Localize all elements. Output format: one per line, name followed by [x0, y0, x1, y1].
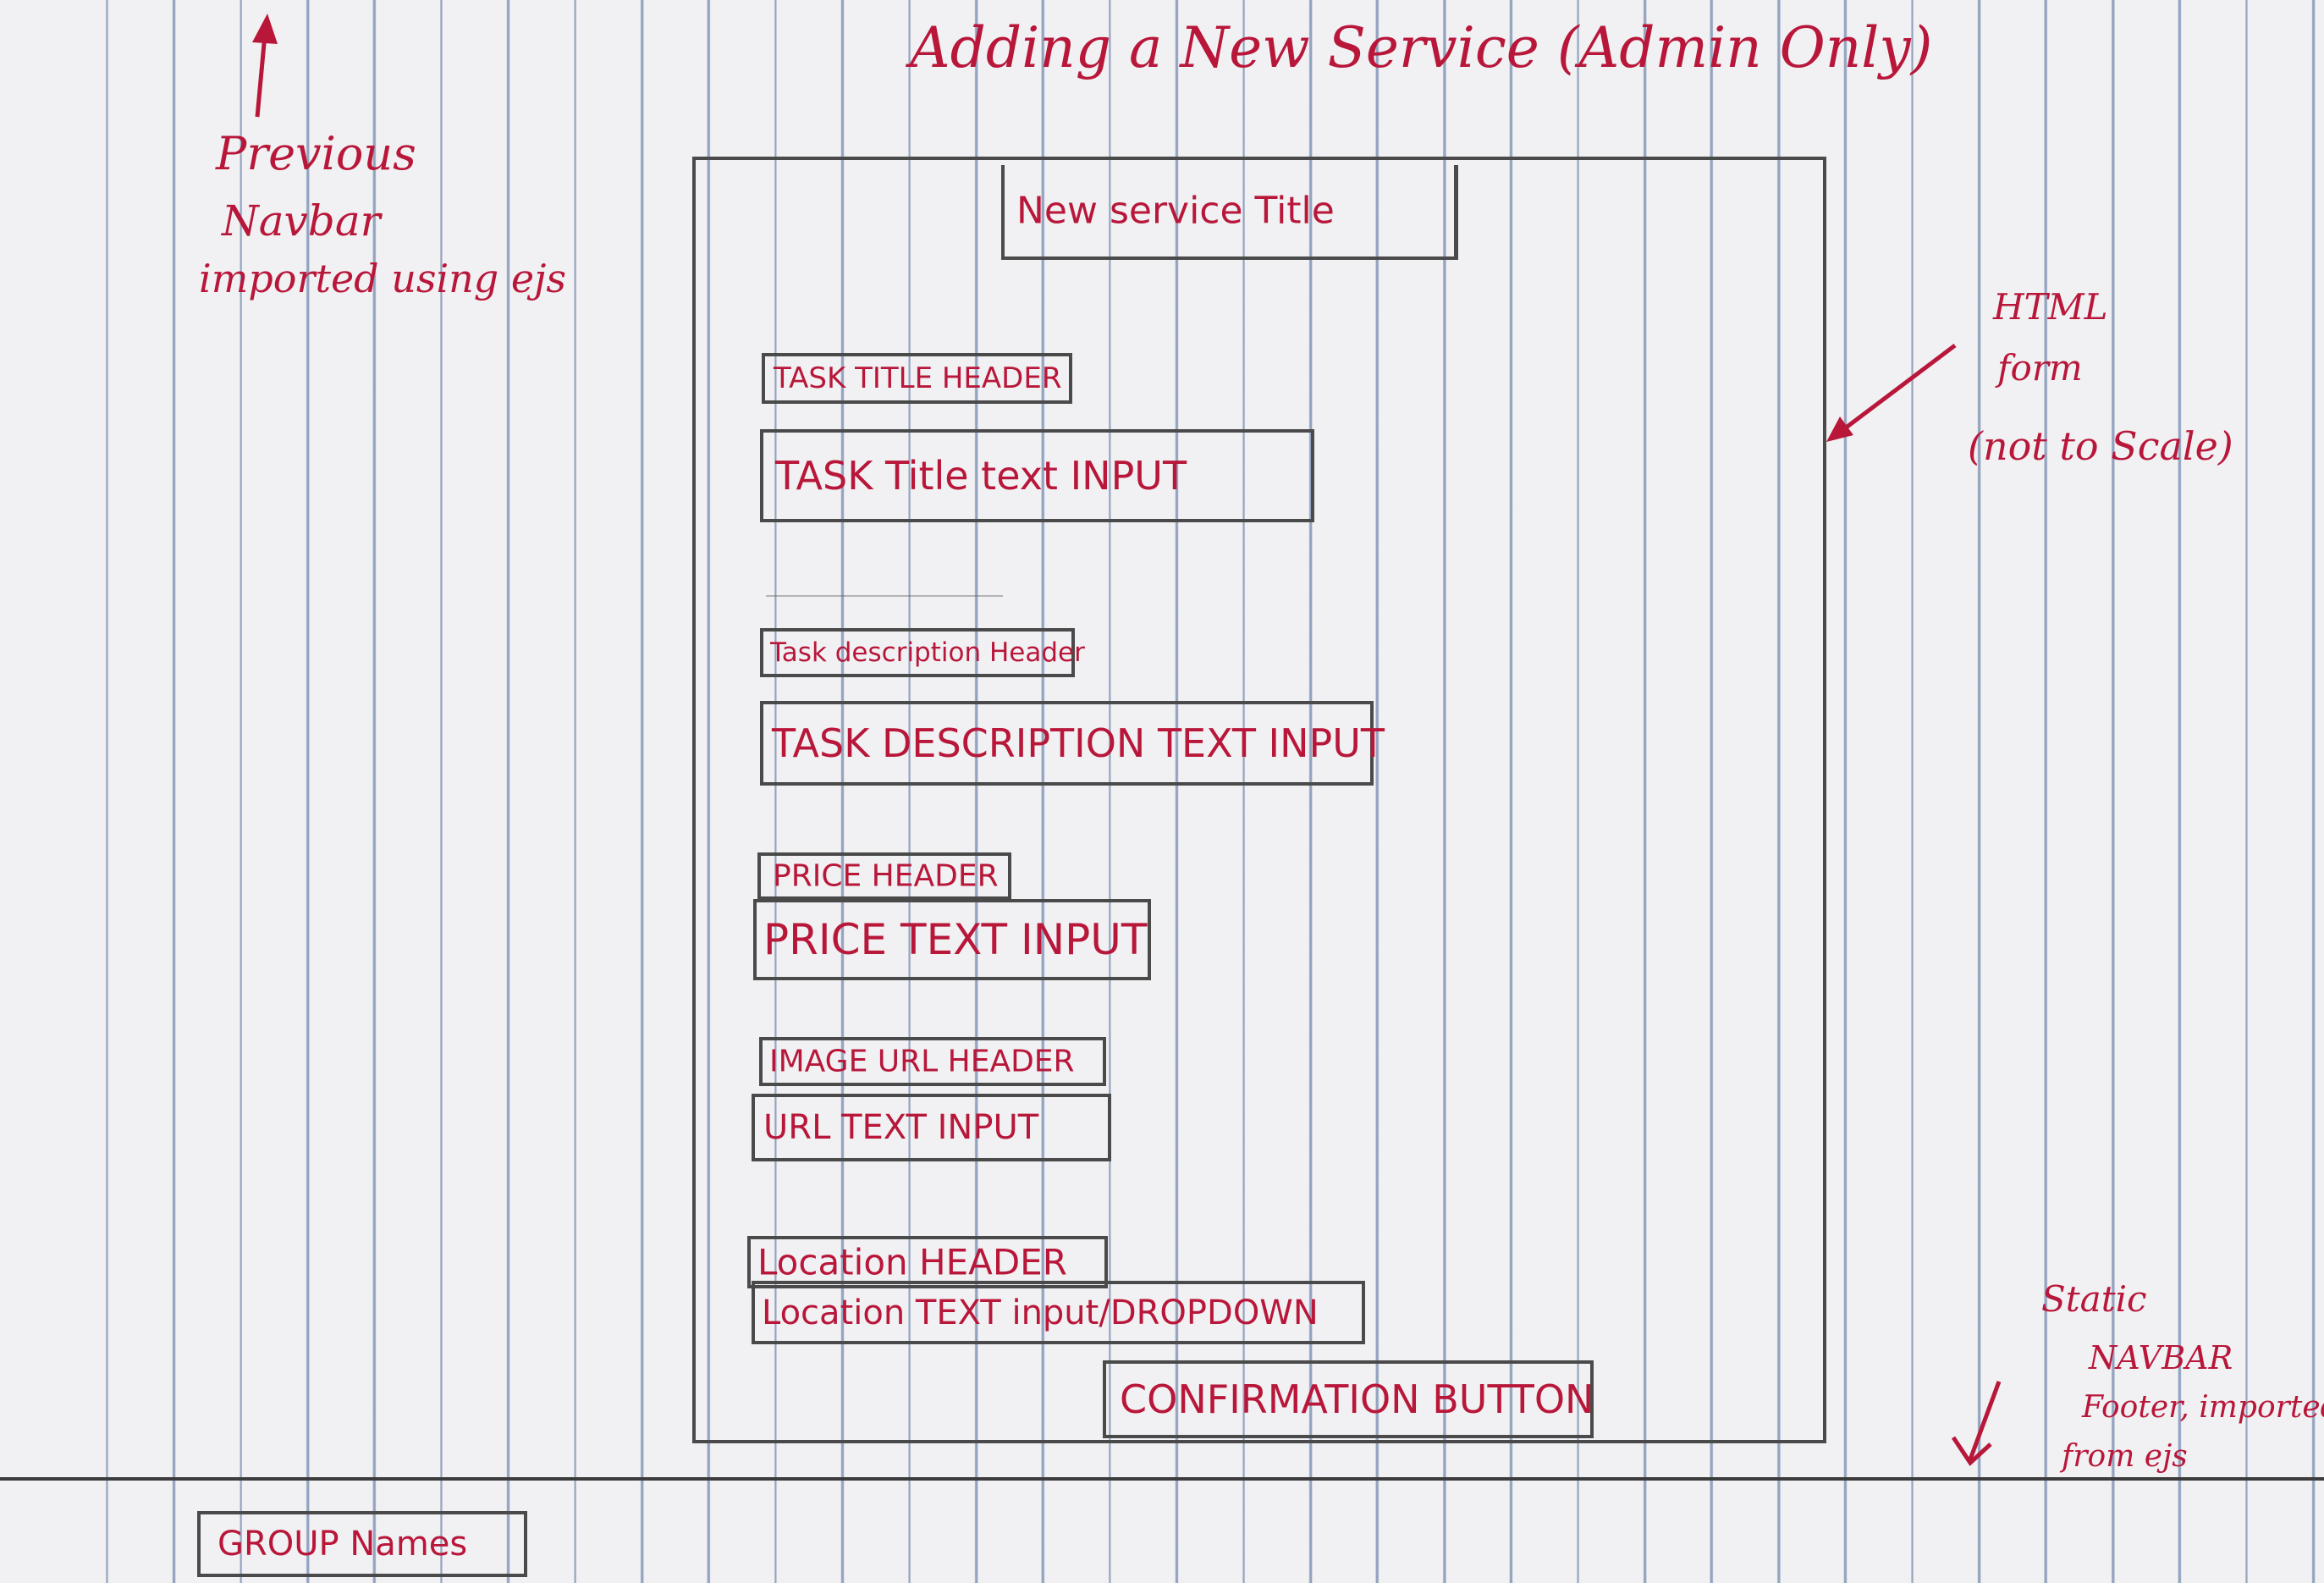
arrow-down-icon: [1951, 1381, 2002, 1466]
location-input-placeholder: Location TEXT input/DROPDOWN: [762, 1293, 1319, 1332]
task-description-header-label: Task description Header: [770, 637, 1085, 668]
arrow-left-icon: [1826, 344, 1957, 442]
footer-divider: [0, 1477, 2324, 1481]
navbar-note-line-2: Navbar: [222, 196, 381, 245]
footer-note-line-4: from ejs: [2062, 1439, 2188, 1474]
task-title-header: TASK TITLE HEADER: [762, 353, 1072, 404]
location-header-label: Location HEADER: [757, 1241, 1067, 1283]
new-service-title-box: New service Title: [1001, 165, 1458, 260]
location-input[interactable]: Location TEXT input/DROPDOWN: [752, 1281, 1365, 1344]
footer-note-line-1: Static: [2041, 1278, 2147, 1320]
url-input[interactable]: URL TEXT INPUT: [752, 1094, 1111, 1161]
task-title-input[interactable]: TASK Title text INPUT: [760, 429, 1314, 522]
form-note-line-1: HTML: [1993, 286, 2108, 328]
task-title-header-label: TASK TITLE HEADER: [774, 361, 1062, 395]
price-header-label: PRICE HEADER: [773, 858, 999, 894]
new-service-title-label: New service Title: [1016, 189, 1335, 233]
pencil-mark: [766, 595, 1003, 597]
footer-note-line-2: NAVBAR: [2089, 1339, 2233, 1376]
group-names-label: GROUP Names: [218, 1525, 468, 1564]
page-title: Adding a New Service (Admin Only): [910, 15, 1933, 80]
group-names-box: GROUP Names: [197, 1511, 527, 1577]
price-input[interactable]: PRICE TEXT INPUT: [753, 899, 1151, 980]
price-header: PRICE HEADER: [757, 852, 1011, 900]
price-input-placeholder: PRICE TEXT INPUT: [763, 915, 1148, 964]
location-header: Location HEADER: [747, 1236, 1108, 1288]
form-note-line-3: (not to Scale): [1968, 423, 2233, 469]
navbar-note-line-1: Previous: [216, 127, 416, 180]
image-url-header: IMAGE URL HEADER: [759, 1037, 1106, 1086]
html-form-outline: [692, 157, 1826, 1443]
task-description-input-placeholder: TASK DESCRIPTION TEXT INPUT: [772, 720, 1385, 766]
url-input-placeholder: URL TEXT INPUT: [763, 1108, 1039, 1147]
arrow-up-icon: [252, 14, 278, 118]
task-description-input[interactable]: TASK DESCRIPTION TEXT INPUT: [760, 701, 1385, 786]
image-url-header-label: IMAGE URL HEADER: [769, 1044, 1075, 1079]
form-note-line-2: form: [1997, 347, 2083, 389]
task-description-header: Task description Header: [760, 628, 1085, 677]
confirmation-button[interactable]: CONFIRMATION BUTTON: [1103, 1360, 1594, 1438]
navbar-note-line-3: imported using ejs: [199, 256, 566, 301]
footer-note-line-3: Footer, imported: [2082, 1390, 2324, 1425]
confirmation-button-label: CONFIRMATION BUTTON: [1120, 1376, 1594, 1422]
task-title-input-placeholder: TASK Title text INPUT: [775, 453, 1187, 499]
